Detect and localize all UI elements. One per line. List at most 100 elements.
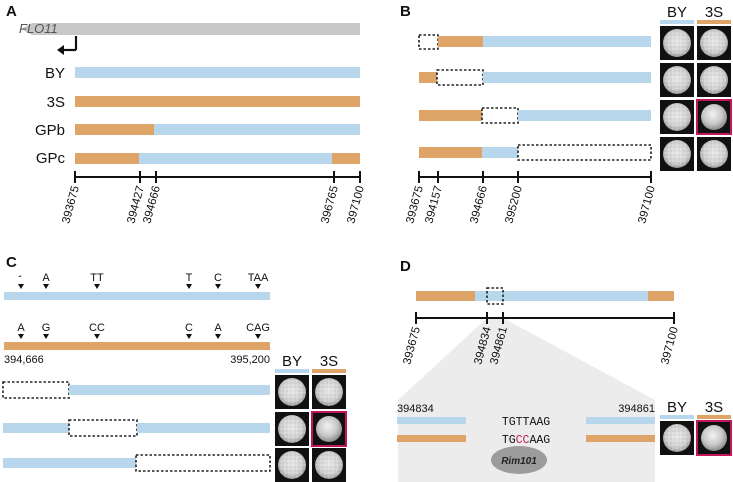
column-bar-3s (312, 369, 346, 373)
strain-label: GPb (35, 122, 65, 139)
bar-by-segment (482, 147, 518, 158)
axis-ticks (74, 171, 361, 183)
mutation-label: A (42, 272, 50, 284)
by-sequence: TGTTAAG (502, 416, 550, 429)
mutation-marker-icons (18, 284, 261, 289)
mutation-marker-icons (18, 334, 261, 339)
colony-image (697, 63, 731, 97)
tick-label: 394157 (423, 185, 445, 225)
panel-a-label: A (6, 3, 17, 20)
promoter-arrow-icon (57, 36, 78, 55)
colony-image (660, 100, 694, 134)
gene-name: FLO11 (19, 21, 58, 36)
colony-image (312, 375, 346, 409)
bar-by-segment (137, 423, 270, 433)
bar-3s-segment (419, 72, 437, 83)
deletion-box (68, 419, 138, 437)
strain-label: BY (45, 65, 65, 82)
bar-by (75, 67, 360, 78)
flo11-gene-arrow (21, 23, 360, 35)
column-header-3s: 3S (705, 399, 723, 416)
bar-by-segment (69, 385, 270, 395)
mutation-label: TT (90, 272, 104, 284)
deletion-box (486, 287, 504, 305)
bar-3s-segment (419, 147, 482, 158)
mutation-label: CC (89, 322, 105, 334)
bar-3s (75, 96, 360, 107)
tick-label: 393675 (60, 185, 82, 225)
bar-by-segment (475, 291, 648, 301)
mutation-label: C (214, 272, 222, 284)
mutation-label: A (214, 322, 222, 334)
panel-b: B 393675 394157 394666 395200 397100 (400, 3, 732, 225)
colony-grid-b (660, 26, 732, 171)
mutation-label: A (17, 322, 25, 334)
bar-by-segment (3, 423, 69, 433)
column-header-by: BY (667, 4, 687, 21)
panel-a: A FLO11 BY 3S GPb GPc 393675 (6, 3, 367, 225)
tick-label: 395200 (503, 185, 525, 225)
mutation-label: - (16, 270, 24, 283)
mutation-label: G (42, 322, 51, 334)
deletion-box (517, 144, 652, 161)
mutation-label: CAG (246, 322, 270, 334)
tick-label: 397100 (345, 185, 367, 225)
panel-b-label: B (400, 3, 411, 20)
colony-image (697, 137, 731, 171)
deletion-box (481, 107, 519, 124)
bar-by-segment (483, 72, 651, 83)
axis-ticks (415, 312, 675, 324)
strain-label: GPc (36, 150, 66, 167)
deletion-box (135, 454, 271, 472)
deletion-box (436, 69, 484, 86)
column-header-by: BY (667, 399, 687, 416)
tick-label: 394666 (468, 185, 490, 225)
bar-3s-segment (416, 291, 475, 301)
tick-label: 396765 (319, 185, 341, 225)
bar-gpb-3s-segment (75, 124, 154, 135)
tick-label: 393675 (401, 326, 423, 366)
bar-by-segment (483, 36, 651, 47)
axis-ticks (418, 171, 652, 183)
colony-image-smooth (696, 99, 732, 135)
column-bar-by (275, 369, 309, 373)
3s-flank-right (586, 435, 655, 442)
colony-image (312, 448, 346, 482)
3s-flank-left (397, 435, 466, 442)
colony-image-smooth (696, 420, 732, 456)
column-header-by: BY (282, 353, 302, 370)
deletion-box (2, 381, 70, 399)
bar-gpb-by-segment (154, 124, 360, 135)
range-start-label: 394,666 (4, 354, 44, 366)
bar-gpc-3s-segment (75, 153, 139, 164)
colony-image (660, 421, 694, 455)
range-end-label: 395,200 (230, 354, 270, 366)
tick-label: 397100 (636, 185, 658, 225)
3s-sequence: TGCCAAG (502, 434, 550, 447)
bar-by-segment (518, 110, 651, 121)
rim101-label: Rim101 (501, 456, 537, 467)
3s-sequence-bar (4, 342, 270, 350)
column-bar-3s (697, 20, 731, 24)
colony-image (660, 63, 694, 97)
mutation-label: TAA (248, 272, 269, 284)
panel-c: C - A TT T C TAA A G CC C A (2, 254, 347, 482)
by-flank-left (397, 417, 466, 424)
colony-image (275, 375, 309, 409)
mutation-label: T (186, 272, 193, 284)
panel-c-label: C (6, 254, 17, 271)
bar-by-segment (3, 458, 136, 468)
column-header-3s: 3S (705, 4, 723, 21)
seq-start-label: 394834 (397, 403, 434, 415)
colony-image (697, 26, 731, 60)
bar-3s-segment (419, 110, 482, 121)
seq-end-label: 394861 (618, 403, 655, 415)
colony-image (275, 412, 309, 446)
panel-d-label: D (400, 258, 411, 275)
rim101-factor-shape (491, 446, 547, 474)
tick-label: 397100 (659, 326, 681, 366)
colony-image (275, 448, 309, 482)
column-bar-3s (697, 415, 731, 419)
panel-d: D 393675 394834 394861 397100 394834 394… (397, 258, 732, 482)
